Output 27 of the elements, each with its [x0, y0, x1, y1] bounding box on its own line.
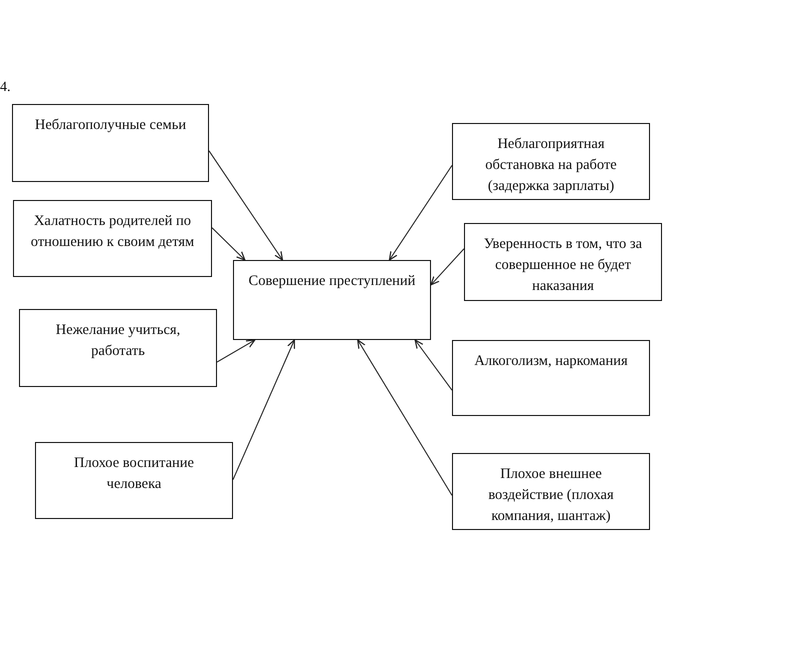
task-number: 4. [0, 80, 10, 96]
central-box [233, 260, 431, 340]
box-text: Плохое воспитание человека [72, 454, 195, 494]
box-text: Алкоголизм, наркомания [473, 352, 629, 371]
box-text: Совершение преступлений [248, 272, 416, 291]
cause-box [452, 123, 650, 200]
arrow [216, 339, 256, 363]
cause-box [464, 223, 662, 301]
arrow [414, 339, 452, 391]
cause-box [19, 309, 217, 387]
cause-box [13, 200, 212, 277]
arrow [430, 248, 464, 286]
cause-box [12, 104, 209, 182]
box-text: Плохое внешнее воздействие (плохая компания, шантаж) [487, 465, 615, 526]
box-text: Нежелание учиться, работать [54, 321, 182, 361]
arrow [232, 339, 295, 480]
box-text: Уверенность в том, что за совершенное не будет наказания [482, 235, 644, 296]
box-text: Неблагоприятная обстановка на работе (задержка зарплаты) [484, 135, 618, 196]
arrow [208, 150, 284, 261]
cause-box [452, 340, 650, 416]
box-text: Неблагополучные семьи [34, 116, 188, 135]
arrow [357, 339, 452, 496]
cause-box [35, 442, 233, 519]
arrow [212, 227, 246, 261]
arrow [388, 164, 452, 261]
box-text: Халатность родителей по отношению к своим детям [30, 212, 196, 252]
cause-box [452, 453, 650, 530]
